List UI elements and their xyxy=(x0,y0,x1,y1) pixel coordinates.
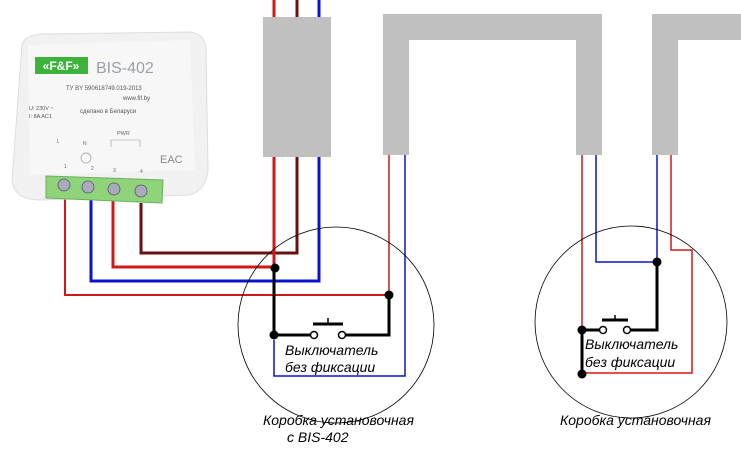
device-spec: ТУ BY 590618749.019-2013 xyxy=(66,86,142,92)
switch-1-label-line2: без фиксации xyxy=(285,359,375,375)
device-wires xyxy=(64,155,406,377)
conduit-right xyxy=(652,14,741,155)
lamp-symbol-icon xyxy=(80,152,92,164)
device-website: www.fif.by xyxy=(122,96,150,102)
svg-text:«F&F»: «F&F» xyxy=(43,59,80,73)
box-2-wires xyxy=(581,155,693,374)
box-2-caption: Коробка установочная xyxy=(560,412,711,428)
switch-2-label-line1: Выключатель xyxy=(585,336,678,352)
switch-2 xyxy=(577,257,662,379)
box-1-caption-line1: Коробка установочная xyxy=(263,412,414,428)
conduit-junction xyxy=(263,17,331,157)
pwr-label: PWR xyxy=(117,131,130,137)
switch-1-label-line1: Выключатель xyxy=(285,342,378,358)
wire-terminal-1-control xyxy=(64,195,389,296)
svg-text:N: N xyxy=(83,141,87,147)
switch-2-label-line2: без фиксации xyxy=(585,354,675,370)
device-current: I: 8A AC1 xyxy=(29,114,52,120)
device-made-in: сделано в Беларуси xyxy=(80,109,136,115)
box-1-caption-line2: с BIS-402 xyxy=(287,429,349,445)
svg-text:2: 2 xyxy=(91,166,94,172)
svg-text:4: 4 xyxy=(140,169,143,175)
wire-terminal-2-neutral xyxy=(89,157,321,283)
junction-box-1 xyxy=(237,226,435,424)
wire-terminal-4-load xyxy=(139,157,299,255)
incoming-wires xyxy=(272,0,321,17)
brand-logo xyxy=(35,57,88,74)
svg-text:1: 1 xyxy=(64,164,67,170)
svg-text:3: 3 xyxy=(113,168,116,174)
wire-terminal-3-phase xyxy=(111,195,274,269)
junction-box-2 xyxy=(534,225,728,419)
switch-1 xyxy=(269,263,394,340)
wire-bridge-blue xyxy=(273,155,406,377)
eac-mark: EAC xyxy=(160,154,183,166)
svg-text:L: L xyxy=(57,139,60,145)
device-voltage: U: 230V ~ xyxy=(29,106,54,112)
terminal-block xyxy=(45,175,164,204)
terminal-screws xyxy=(57,178,148,198)
device-model: BIS-402 xyxy=(96,60,154,77)
conduit-bridge xyxy=(383,14,602,155)
device-bis-402: «F&F» BIS-402 ТУ BY 590618749.019-2013 w… xyxy=(11,31,209,204)
